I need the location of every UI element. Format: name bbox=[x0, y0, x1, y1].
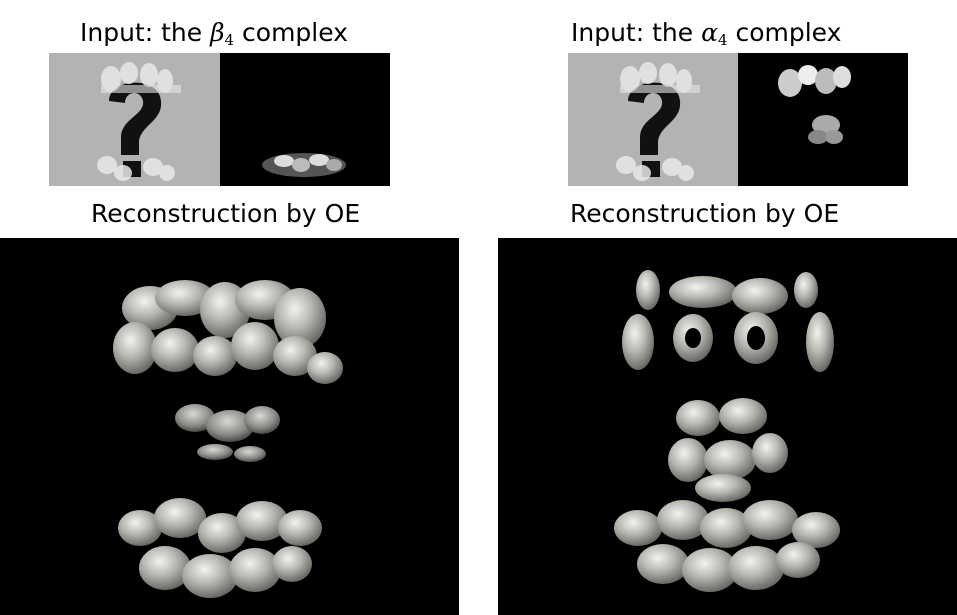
right-middle-density bbox=[668, 398, 788, 502]
left-input-suffix: complex bbox=[234, 18, 348, 47]
left-symbol: β bbox=[210, 18, 225, 47]
left-reconstruction-surface bbox=[113, 280, 343, 598]
right-input-image bbox=[568, 53, 908, 186]
left-top-density bbox=[113, 280, 343, 384]
left-input-figure bbox=[49, 53, 390, 186]
right-top-density bbox=[622, 270, 834, 372]
left-input-heading: Input: the β4 complex bbox=[80, 20, 348, 48]
right-reconstruction-heading: Reconstruction by OE bbox=[570, 199, 840, 228]
left-reconstruction-image bbox=[0, 238, 459, 615]
right-input-figure bbox=[568, 53, 908, 186]
left-extracted-object bbox=[262, 153, 346, 177]
right-input-prefix: Input: the bbox=[571, 18, 702, 47]
left-bottom-density bbox=[118, 498, 322, 598]
left-reconstruction-heading: Reconstruction by OE bbox=[91, 199, 361, 228]
right-input-heading: Input: the α4 complex bbox=[571, 20, 841, 48]
right-top-density-holes bbox=[685, 326, 765, 350]
right-extracted-object bbox=[778, 65, 851, 144]
right-input-suffix: complex bbox=[727, 18, 842, 47]
right-bottom-density bbox=[614, 500, 840, 592]
left-middle-density bbox=[175, 404, 280, 462]
right-reconstruction-surface bbox=[614, 270, 840, 592]
left-subscript: 4 bbox=[224, 31, 235, 49]
right-reconstruction-image bbox=[498, 238, 957, 615]
right-ghost-molecule bbox=[616, 62, 700, 181]
left-ghost-molecule bbox=[97, 62, 181, 181]
left-input-image bbox=[49, 53, 390, 186]
left-input-prefix: Input: the bbox=[80, 18, 211, 47]
right-subscript: 4 bbox=[717, 31, 728, 49]
right-symbol: α bbox=[701, 18, 718, 47]
